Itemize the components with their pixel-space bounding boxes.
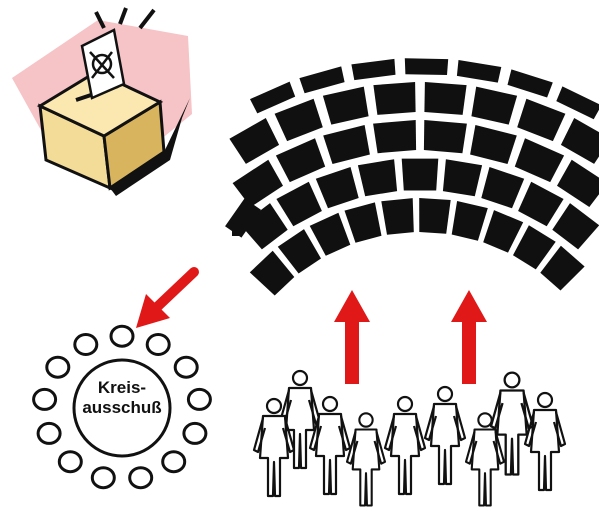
parliament-seat [358,159,397,196]
parliament-seat [373,120,416,153]
parliament-seat [276,182,322,226]
committee-seat [163,452,185,472]
citizen-figure [425,387,465,484]
parliament-seat [518,182,564,226]
parliament-seat [316,167,359,208]
committee-seat [59,452,81,472]
committee-seat [92,468,114,488]
committee-seat [34,389,56,409]
committee-label-line1: Kreis- [74,378,170,398]
parliament-seat [275,99,323,141]
committee-seat [38,423,60,443]
arrow-up-right [451,290,487,384]
parliament-seat [483,210,523,253]
ballot-box-icon [12,8,192,196]
motion-line-3 [140,10,154,28]
parliament-seat [443,159,482,196]
parliament-seat [457,60,501,83]
committee-seat [147,335,169,355]
committee-seat [47,357,69,377]
parliament-seat [345,202,382,242]
parliament-seat [424,82,466,115]
citizens-group-icon [254,371,565,506]
committee-seat [130,468,152,488]
parliament-seat [419,198,451,234]
parliament-seat [424,120,467,153]
parliament-seat [405,58,448,75]
committee-seat [188,389,210,409]
parliament-seat [452,201,488,241]
motion-line-2 [120,8,126,24]
parliament-seat [233,160,283,207]
citizen-figure [347,413,385,505]
parliament-seat [481,167,524,208]
arrow-to-committee [136,272,194,328]
parliament-seat [517,99,565,141]
parliament-seat [552,203,599,249]
committee-label: Kreis- ausschuß [74,378,170,418]
parliament-seat [323,87,369,125]
committee-seat [184,423,206,443]
committee-label-line2: ausschuß [74,398,170,418]
parliament-seat [373,82,415,115]
parliament-seat [557,160,599,207]
parliament-seat [561,118,599,164]
committee-seat [111,326,133,346]
parliament-seat [402,159,439,191]
committee-seat [175,357,197,377]
parliament-seat [470,125,517,164]
podium-base [232,222,242,236]
parliament-seat [229,118,279,164]
committee-seat [75,335,97,355]
parliament-seats-icon [225,58,599,295]
parliament-seat [515,138,564,182]
parliament-seat [351,59,395,80]
parliament-seat [323,125,370,164]
citizen-figure [525,393,565,490]
arrow-up-left [334,290,370,384]
parliament-seat [299,66,344,93]
parliament-seat [381,198,414,235]
parliament-seat [508,69,553,97]
parliament-seat [471,87,517,125]
parliament-seat [276,138,325,182]
citizen-figure [385,397,425,494]
parliament-seat [310,213,351,256]
